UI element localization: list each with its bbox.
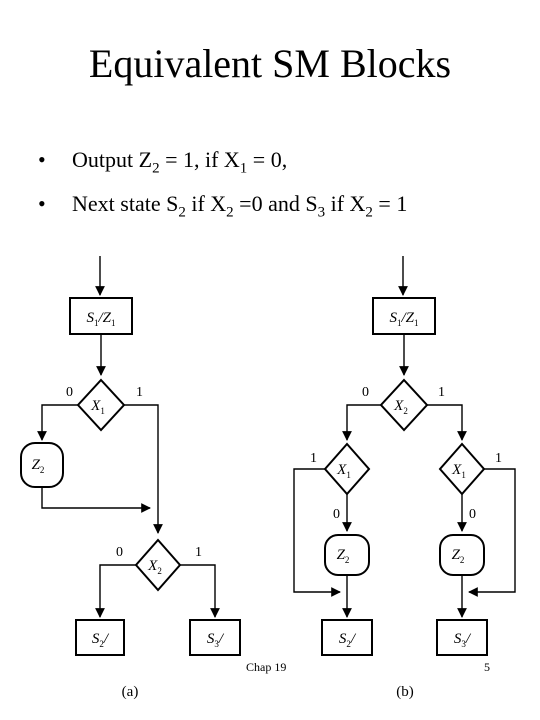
state-box-s3: S3/ [436,619,488,656]
slide-title: Equivalent SM Blocks [88,41,452,86]
flow-arrow [37,404,78,441]
branch-label-1: 1 [310,451,317,466]
branch-label-0: 0 [116,545,123,560]
bullet-text: = 0, [247,147,288,172]
caption-a: (a) [122,684,139,700]
left-decision-x1: X1 [323,442,371,496]
svg-text:S2/: S2/ [92,631,110,649]
right-decision-x1: X1 [438,442,486,496]
flow-arrow [124,404,163,534]
branch-label-1: 1 [495,451,502,466]
branch-label-0: 0 [362,385,369,400]
svg-text:Z2: Z2 [452,547,465,565]
bullet-text: = 1, if X [159,147,240,172]
flow-arrow [468,468,516,597]
page-number: 5 [484,660,490,674]
svg-text:Z2: Z2 [337,547,350,565]
bullet-dot: • [38,147,46,172]
decision-x2: X2 [379,378,429,432]
caption-b: (b) [396,684,414,700]
branch-label-0: 0 [66,385,73,400]
state-box-s2: S2/ [321,619,373,656]
svg-text:S2/: S2/ [339,631,357,649]
svg-text:X1: X1 [336,462,351,480]
flow-arrow [95,564,136,618]
bullet-subscript: 1 [239,160,248,177]
state-box-s1: S1/Z1 [372,297,436,335]
flow-arrow [180,564,220,618]
bullet-subscript: 3 [317,204,326,221]
bullet-subscript: 2 [152,160,160,177]
bullet-subscript: 2 [178,204,186,221]
svg-text:S1/Z1: S1/Z1 [86,310,115,328]
bullet-subscript: 2 [226,204,234,221]
state-box-s1: S1/Z1 [69,297,133,335]
bullet-text: = 1 [372,191,408,217]
svg-text:S3/: S3/ [454,631,472,649]
branch-label-1: 1 [195,545,202,560]
right-conditional-output-z2: Z2 [439,534,485,576]
branch-label-0: 0 [469,507,476,522]
footer-chapter: Chap 19 [246,660,287,674]
branch-label-0: 0 [333,507,340,522]
bullet-subscript: 2 [365,204,373,221]
left-conditional-output-z2: Z2 [324,534,370,576]
svg-text:X1: X1 [451,462,466,480]
svg-text:S1/Z1: S1/Z1 [389,310,418,328]
bullet-item: • Output Z2 = 1, if X1 = 0, [38,146,508,182]
bullet-dot: • [38,191,46,217]
decision-x2: X2 [134,538,182,592]
bullet-text: =0 and S [233,191,318,217]
branch-label-1: 1 [438,385,445,400]
branch-label-1: 1 [136,385,143,400]
svg-text:X2: X2 [393,398,408,416]
svg-text:Z2: Z2 [32,457,45,475]
diagram-b: S1/Z1 X2 0 1 X1 X1 1 1 0 0 [293,256,516,700]
svg-text:X2: X2 [147,558,162,576]
bullet-text: if X [185,191,227,217]
state-box-s2: S2/ [75,619,125,656]
flow-arrow [293,468,341,597]
state-box-s3: S3/ [189,619,241,656]
decision-x1: X1 [76,378,126,432]
bullet-text: Output Z [72,147,153,172]
flow-arrow [41,487,151,513]
conditional-output-z2: Z2 [20,442,64,488]
svg-text:S3/: S3/ [207,631,225,649]
flow-arrow [342,404,381,441]
svg-text:X1: X1 [90,398,105,416]
bullet-item: • Next state S2 if X2 =0 and S3 if X2 = … [38,190,508,226]
bullet-text: Next state S [72,191,179,217]
flow-arrow [427,404,467,441]
bullet-list: • Output Z2 = 1, if X1 = 0, • Next state… [38,146,508,227]
bullet-text: if X [325,191,366,217]
diagram-a: S1/Z1 X1 0 1 Z2 X2 0 1 [20,256,241,700]
